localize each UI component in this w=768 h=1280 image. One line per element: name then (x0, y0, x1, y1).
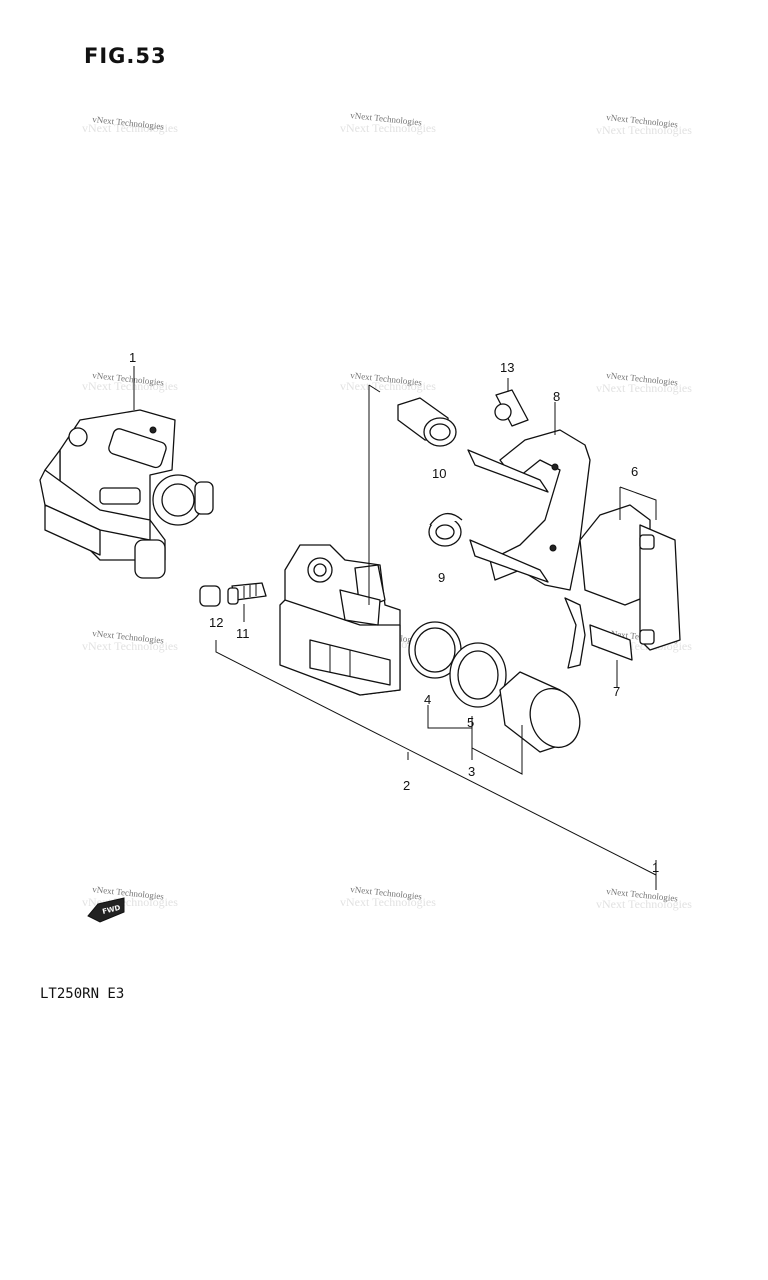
callout-1: 1 (129, 350, 136, 365)
watermark-shadow: vNext Technologies (82, 379, 178, 393)
watermark-shadow: vNext Technologies (340, 895, 436, 909)
watermark-shadow: vNext Technologies (82, 639, 178, 653)
callout-7: 7 (613, 684, 620, 699)
watermark-shadow: vNext Technologies (596, 897, 692, 911)
callout-12: 12 (209, 615, 223, 630)
caliper-bracket-illustration (467, 389, 591, 591)
watermark: vNext Technologies vNext Technologies (596, 370, 692, 395)
callout-4: 4 (424, 692, 431, 707)
slide-pins-illustration (397, 397, 463, 547)
callout-3: 3 (468, 764, 475, 779)
watermark-shadow: vNext Technologies (340, 121, 436, 135)
callout-1b: 1 (652, 860, 659, 875)
brake-pads-illustration (579, 486, 681, 651)
watermark-shadow: vNext Technologies (596, 381, 692, 395)
caliper-assembly-illustration (39, 366, 214, 579)
watermark: vNext Technologies vNext Technologies (340, 110, 436, 135)
model-code: LT250RN E3 (40, 986, 125, 1002)
watermark: vNext Technologies vNext Technologies (82, 114, 178, 135)
leader-lines (215, 378, 657, 890)
callout-6: 6 (631, 464, 638, 479)
caliper-body-illustration (279, 384, 401, 696)
figure-title: FIG.53 (84, 44, 167, 68)
callout-8: 8 (553, 389, 560, 404)
bleeder-parts-illustration (199, 582, 267, 607)
callout-10: 10 (432, 466, 446, 481)
callout-11: 11 (236, 626, 250, 641)
callout-5: 5 (467, 715, 474, 730)
watermark: vNext Technologies vNext Technologies (596, 886, 692, 911)
watermark-shadow: vNext Technologies (596, 123, 692, 137)
callout-9: 9 (438, 570, 445, 585)
piston-seal-set-illustration (408, 621, 581, 753)
watermark: vNext Technologies vNext Technologies (340, 370, 436, 393)
callout-labels: 1 1 2 3 4 5 6 7 8 9 10 11 12 13 (129, 350, 659, 875)
watermark-shadow: vNext Technologies (82, 121, 178, 135)
fwd-arrow-icon: FWD (87, 897, 125, 923)
watermark-shadow: vNext Technologies (340, 379, 436, 393)
watermark: vNext Technologies vNext Technologies (596, 112, 692, 137)
watermark: vNext Technologies vNext Technologies (340, 884, 436, 909)
callout-13: 13 (500, 360, 514, 375)
callout-2: 2 (403, 778, 410, 793)
pad-spring-illustration (564, 597, 633, 669)
watermark: vNext Technologies vNext Technologies (82, 628, 178, 653)
watermark: vNext Technologies vNext Technologies (82, 370, 178, 393)
